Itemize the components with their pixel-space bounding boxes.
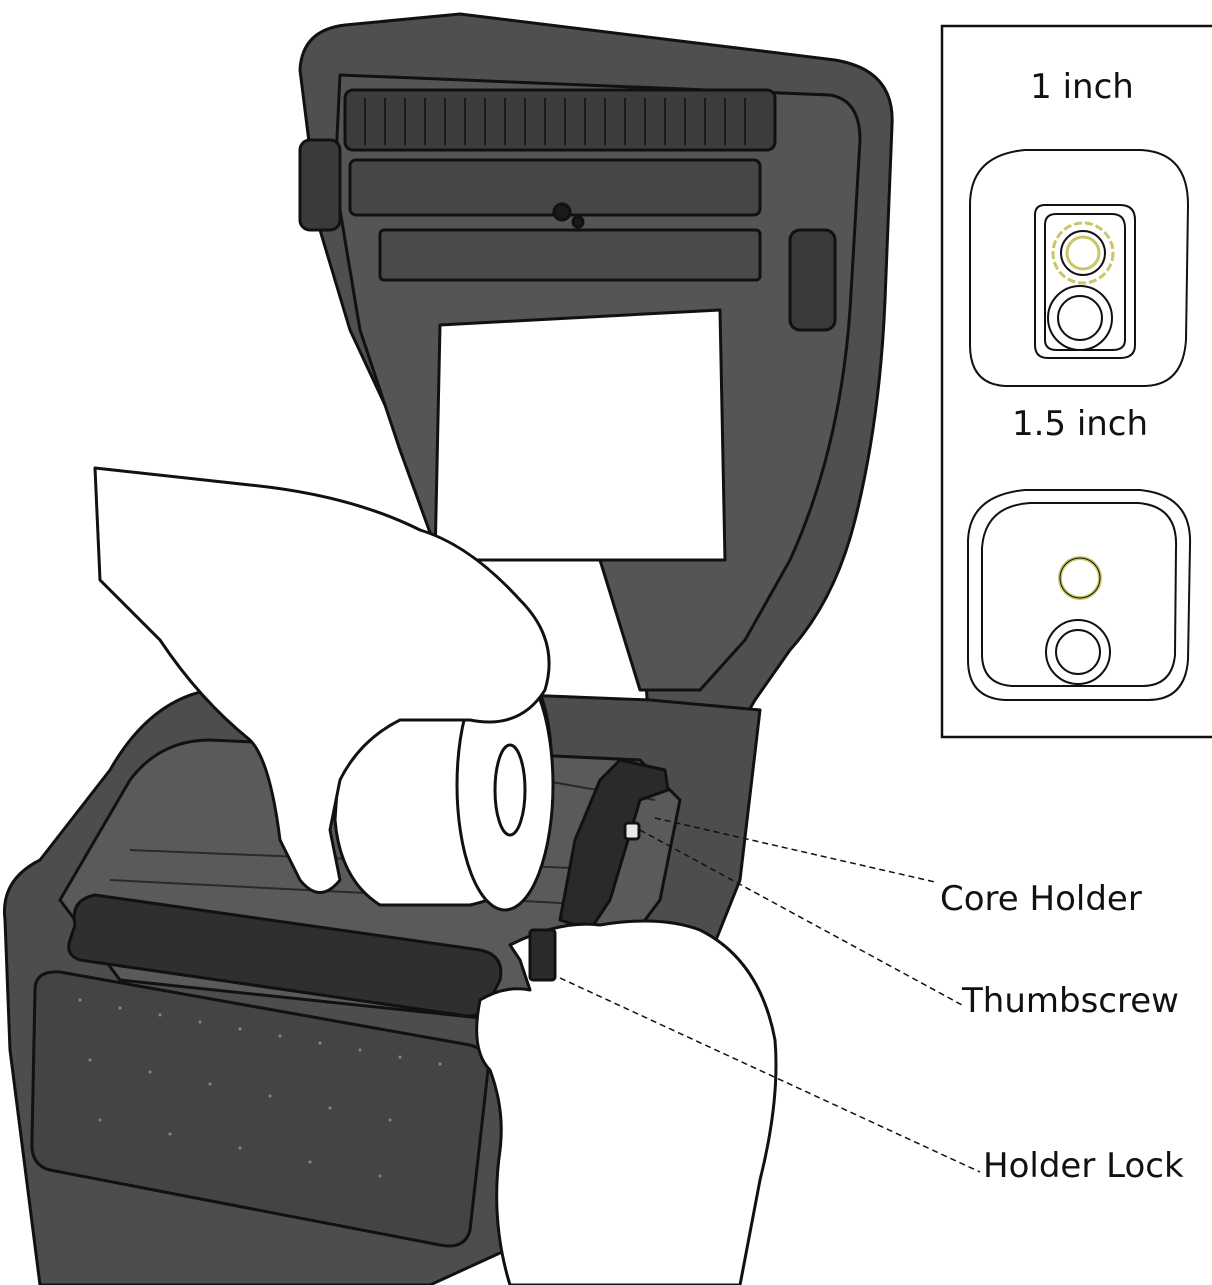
print-head-mount xyxy=(378,228,762,282)
thumbscrew-label: Thumbscrew xyxy=(961,981,1179,1021)
thumbscrew-leader xyxy=(639,829,963,1006)
holder-lock-label: Holder Lock xyxy=(983,1146,1184,1186)
holder-lock-leader xyxy=(559,977,981,1173)
option-1-5-inch-label: 1.5 inch xyxy=(1012,404,1148,444)
printer-illustration xyxy=(2,12,894,1285)
right-hinge xyxy=(788,228,837,332)
option-1-inch-label: 1 inch xyxy=(1030,67,1134,107)
core-holder-label: Core Holder xyxy=(940,879,1142,919)
sensor-dot-icon xyxy=(552,202,572,222)
core-holder-leader xyxy=(654,817,936,883)
label-roll-core xyxy=(493,743,527,837)
core-holder xyxy=(558,758,670,932)
core-holder-1-inch-adapter-icon xyxy=(969,149,1190,387)
thumbscrew xyxy=(623,821,641,841)
cover-window xyxy=(433,308,727,562)
holder-lock xyxy=(528,928,557,982)
callout-leaders xyxy=(559,817,981,1173)
tear-bar-dots xyxy=(78,998,442,1178)
sensor-dot-icon-2 xyxy=(571,215,585,229)
core-size-inset-panel: 1 inch 1.5 inch xyxy=(940,24,1212,739)
print-head-ribs xyxy=(364,98,746,145)
right-hand xyxy=(475,919,778,1285)
core-holder-1-5-inch-icon xyxy=(967,489,1192,701)
print-head-bar xyxy=(343,88,777,152)
left-hand xyxy=(93,466,551,894)
left-hinge xyxy=(298,138,342,232)
tear-bar xyxy=(30,970,490,1248)
